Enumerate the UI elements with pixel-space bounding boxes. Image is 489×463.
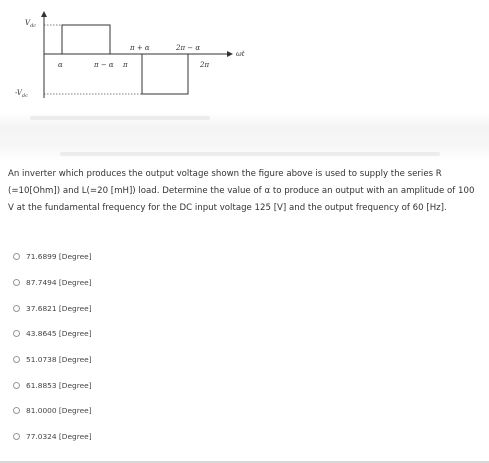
- answer-option[interactable]: 51.0738 [Degree]: [13, 353, 92, 365]
- tick-pi: π: [122, 61, 128, 69]
- obscured-strip: [60, 152, 440, 156]
- answer-option[interactable]: 81.0000 [Degree]: [13, 404, 92, 416]
- neg-vdc-label: -Vdc: [15, 89, 28, 99]
- radio-button[interactable]: [13, 278, 20, 286]
- option-label: 51.0738 [Degree]: [26, 354, 92, 364]
- option-label: 61.8853 [Degree]: [26, 380, 92, 390]
- radio-button[interactable]: [13, 406, 20, 414]
- tick-pi-plus-alpha: π + α: [129, 44, 150, 52]
- tick-2pi: 2π: [199, 61, 209, 69]
- option-label: 43.8645 [Degree]: [26, 328, 92, 338]
- obscured-strip: [30, 116, 210, 120]
- option-label: 77.0324 [Degree]: [26, 431, 92, 441]
- x-axis-label: ωt: [236, 50, 245, 58]
- radio-button[interactable]: [13, 304, 20, 312]
- answer-option[interactable]: 61.8853 [Degree]: [13, 379, 92, 391]
- answer-option[interactable]: 77.0324 [Degree]: [13, 430, 92, 442]
- radio-button[interactable]: [13, 381, 20, 389]
- positive-pulse: [61, 24, 111, 54]
- tick-pi-minus-alpha: π − α: [93, 61, 114, 69]
- option-label: 87.7494 [Degree]: [26, 277, 92, 287]
- answer-option[interactable]: 87.7494 [Degree]: [13, 276, 92, 288]
- tick-2pi-minus-alpha: 2π − α: [175, 44, 200, 52]
- option-label: 81.0000 [Degree]: [26, 405, 92, 415]
- waveform-figure: Vdc -Vdc ωt α π − α π π + α 2π − α 2π: [15, 11, 245, 99]
- y-axis-label: Vdc: [25, 19, 36, 29]
- answer-option[interactable]: 43.8645 [Degree]: [13, 327, 92, 339]
- option-label: 37.6821 [Degree]: [26, 303, 92, 313]
- bottom-divider: [0, 461, 489, 463]
- negative-pulse: [141, 54, 189, 95]
- answer-option[interactable]: 37.6821 [Degree]: [13, 302, 92, 314]
- question-text: An inverter which produces the output vo…: [8, 169, 475, 213]
- radio-button[interactable]: [13, 355, 20, 363]
- obscured-region: [0, 112, 489, 162]
- answer-option[interactable]: 71.6899 [Degree]: [13, 250, 92, 262]
- option-label: 71.6899 [Degree]: [26, 251, 92, 261]
- radio-button[interactable]: [13, 252, 20, 260]
- radio-button[interactable]: [13, 432, 20, 440]
- radio-button[interactable]: [13, 329, 20, 337]
- tick-alpha: α: [58, 61, 63, 69]
